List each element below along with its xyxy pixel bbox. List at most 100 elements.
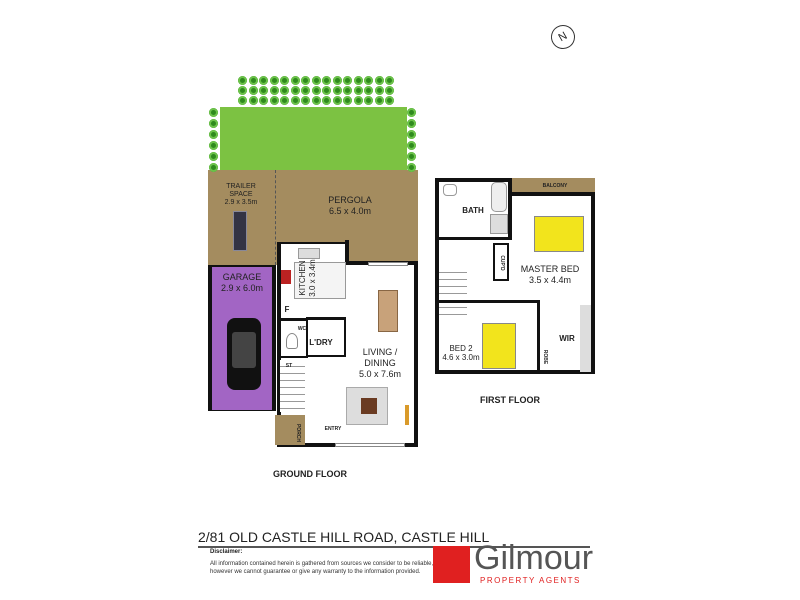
shrub-icon [353,86,363,95]
fridge-label: F [284,305,290,314]
wir-shelf [580,305,591,372]
master-bed-icon [534,216,584,252]
address-underline [198,546,590,548]
shrub-icon [364,86,373,95]
sofa-icon [346,387,388,425]
shrub-icon [269,96,279,105]
shrub-icon [364,96,373,105]
shrub-icon [269,86,279,95]
porch [275,415,305,445]
bathtub-icon [491,182,507,212]
shrub-icon [209,119,218,128]
shrub-icon [238,96,247,105]
entry-label: ENTRY [324,426,342,432]
front-window [335,443,405,447]
bed2-bed-icon [482,323,516,369]
disclaimer-line-1: All information contained herein is gath… [210,561,434,567]
tv-icon [405,405,409,425]
shrub-icon [364,76,373,85]
shrub-icon [385,76,394,85]
shrub-icon [209,152,218,161]
shower-icon [490,214,508,234]
shrub-icon [248,76,258,85]
lawn [220,107,407,170]
porch-label: PORCH [295,423,301,443]
brand-logo-subtitle: PROPERTY AGENTS [480,576,581,585]
balcony [512,178,595,196]
bath-room [437,180,512,240]
compass-label: N [556,29,570,45]
disclaimer-text: All information contained herein is gath… [210,560,433,576]
shrub-icon [407,130,416,139]
shrub-icon [322,96,331,105]
shrub-icon [280,76,289,85]
shrub-icon [407,108,416,117]
shrub-icon [343,86,352,95]
shrub-icon [407,119,416,128]
address-title: 2/81 OLD CASTLE HILL ROAD, CASTLE HILL [198,529,490,545]
dining-table-icon [378,290,398,332]
shrub-icon [407,163,416,172]
sink-icon [298,248,320,259]
toilet-icon-upstairs [443,184,457,196]
shrub-icon [248,96,258,105]
shrub-icon [322,86,331,95]
cupboard [493,243,509,281]
shrub-icon [311,86,321,95]
laundry-room [306,317,346,357]
shrub-icon [301,96,310,105]
shrub-icon [311,76,321,85]
shrub-icon [259,96,268,105]
shrub-icon [353,96,363,105]
disclaimer-line-2: however we cannot guarantee or give any … [210,569,421,575]
shrub-icon [248,86,258,95]
shrub-icon [343,76,352,85]
stairs-upstairs [439,266,467,316]
shrub-icon [311,96,321,105]
shrub-icon [374,86,384,95]
wir-label: WIR [559,334,575,343]
trailer-divider [275,170,276,265]
living-dining-label: LIVING / DINING 5.0 x 7.6m [352,347,408,380]
laundry-label: L'DRY [309,338,333,347]
shrub-icon [280,96,289,105]
robe-label: ROBE [542,349,548,365]
shrub-icon [209,141,218,150]
car-icon [227,318,261,390]
toilet-icon [286,333,298,349]
shrub-icon [332,86,342,95]
stairs [280,360,305,412]
shrub-icon [301,86,310,95]
shrub-icon [385,86,394,95]
sliding-door[interactable] [368,262,408,266]
cooktop-icon [281,270,291,284]
shrub-icon [259,76,268,85]
living-dining-dims: 5.0 x 7.6m [358,369,402,379]
brand-logo-text: Gilmour [474,539,594,577]
shrub-icon [280,86,289,95]
shrub-icon [407,152,416,161]
north-compass-icon: N [546,20,580,54]
shrub-icon [238,76,247,85]
shrub-icon [290,76,300,85]
shrub-icon [343,96,352,105]
shrub-icon [238,86,247,95]
ground-floor-title: GROUND FLOOR [273,469,347,479]
disclaimer-title: Disclaimer: [210,549,243,555]
shrub-icon [290,86,300,95]
kitchen-bench [294,262,346,299]
shrub-icon [301,76,310,85]
shrub-icon [353,76,363,85]
shrub-icon [322,76,331,85]
shrub-icon [209,130,218,139]
bed2-room [437,300,540,372]
shrub-icon [407,141,416,150]
brand-logo-square [433,546,470,583]
shrub-icon [374,76,384,85]
